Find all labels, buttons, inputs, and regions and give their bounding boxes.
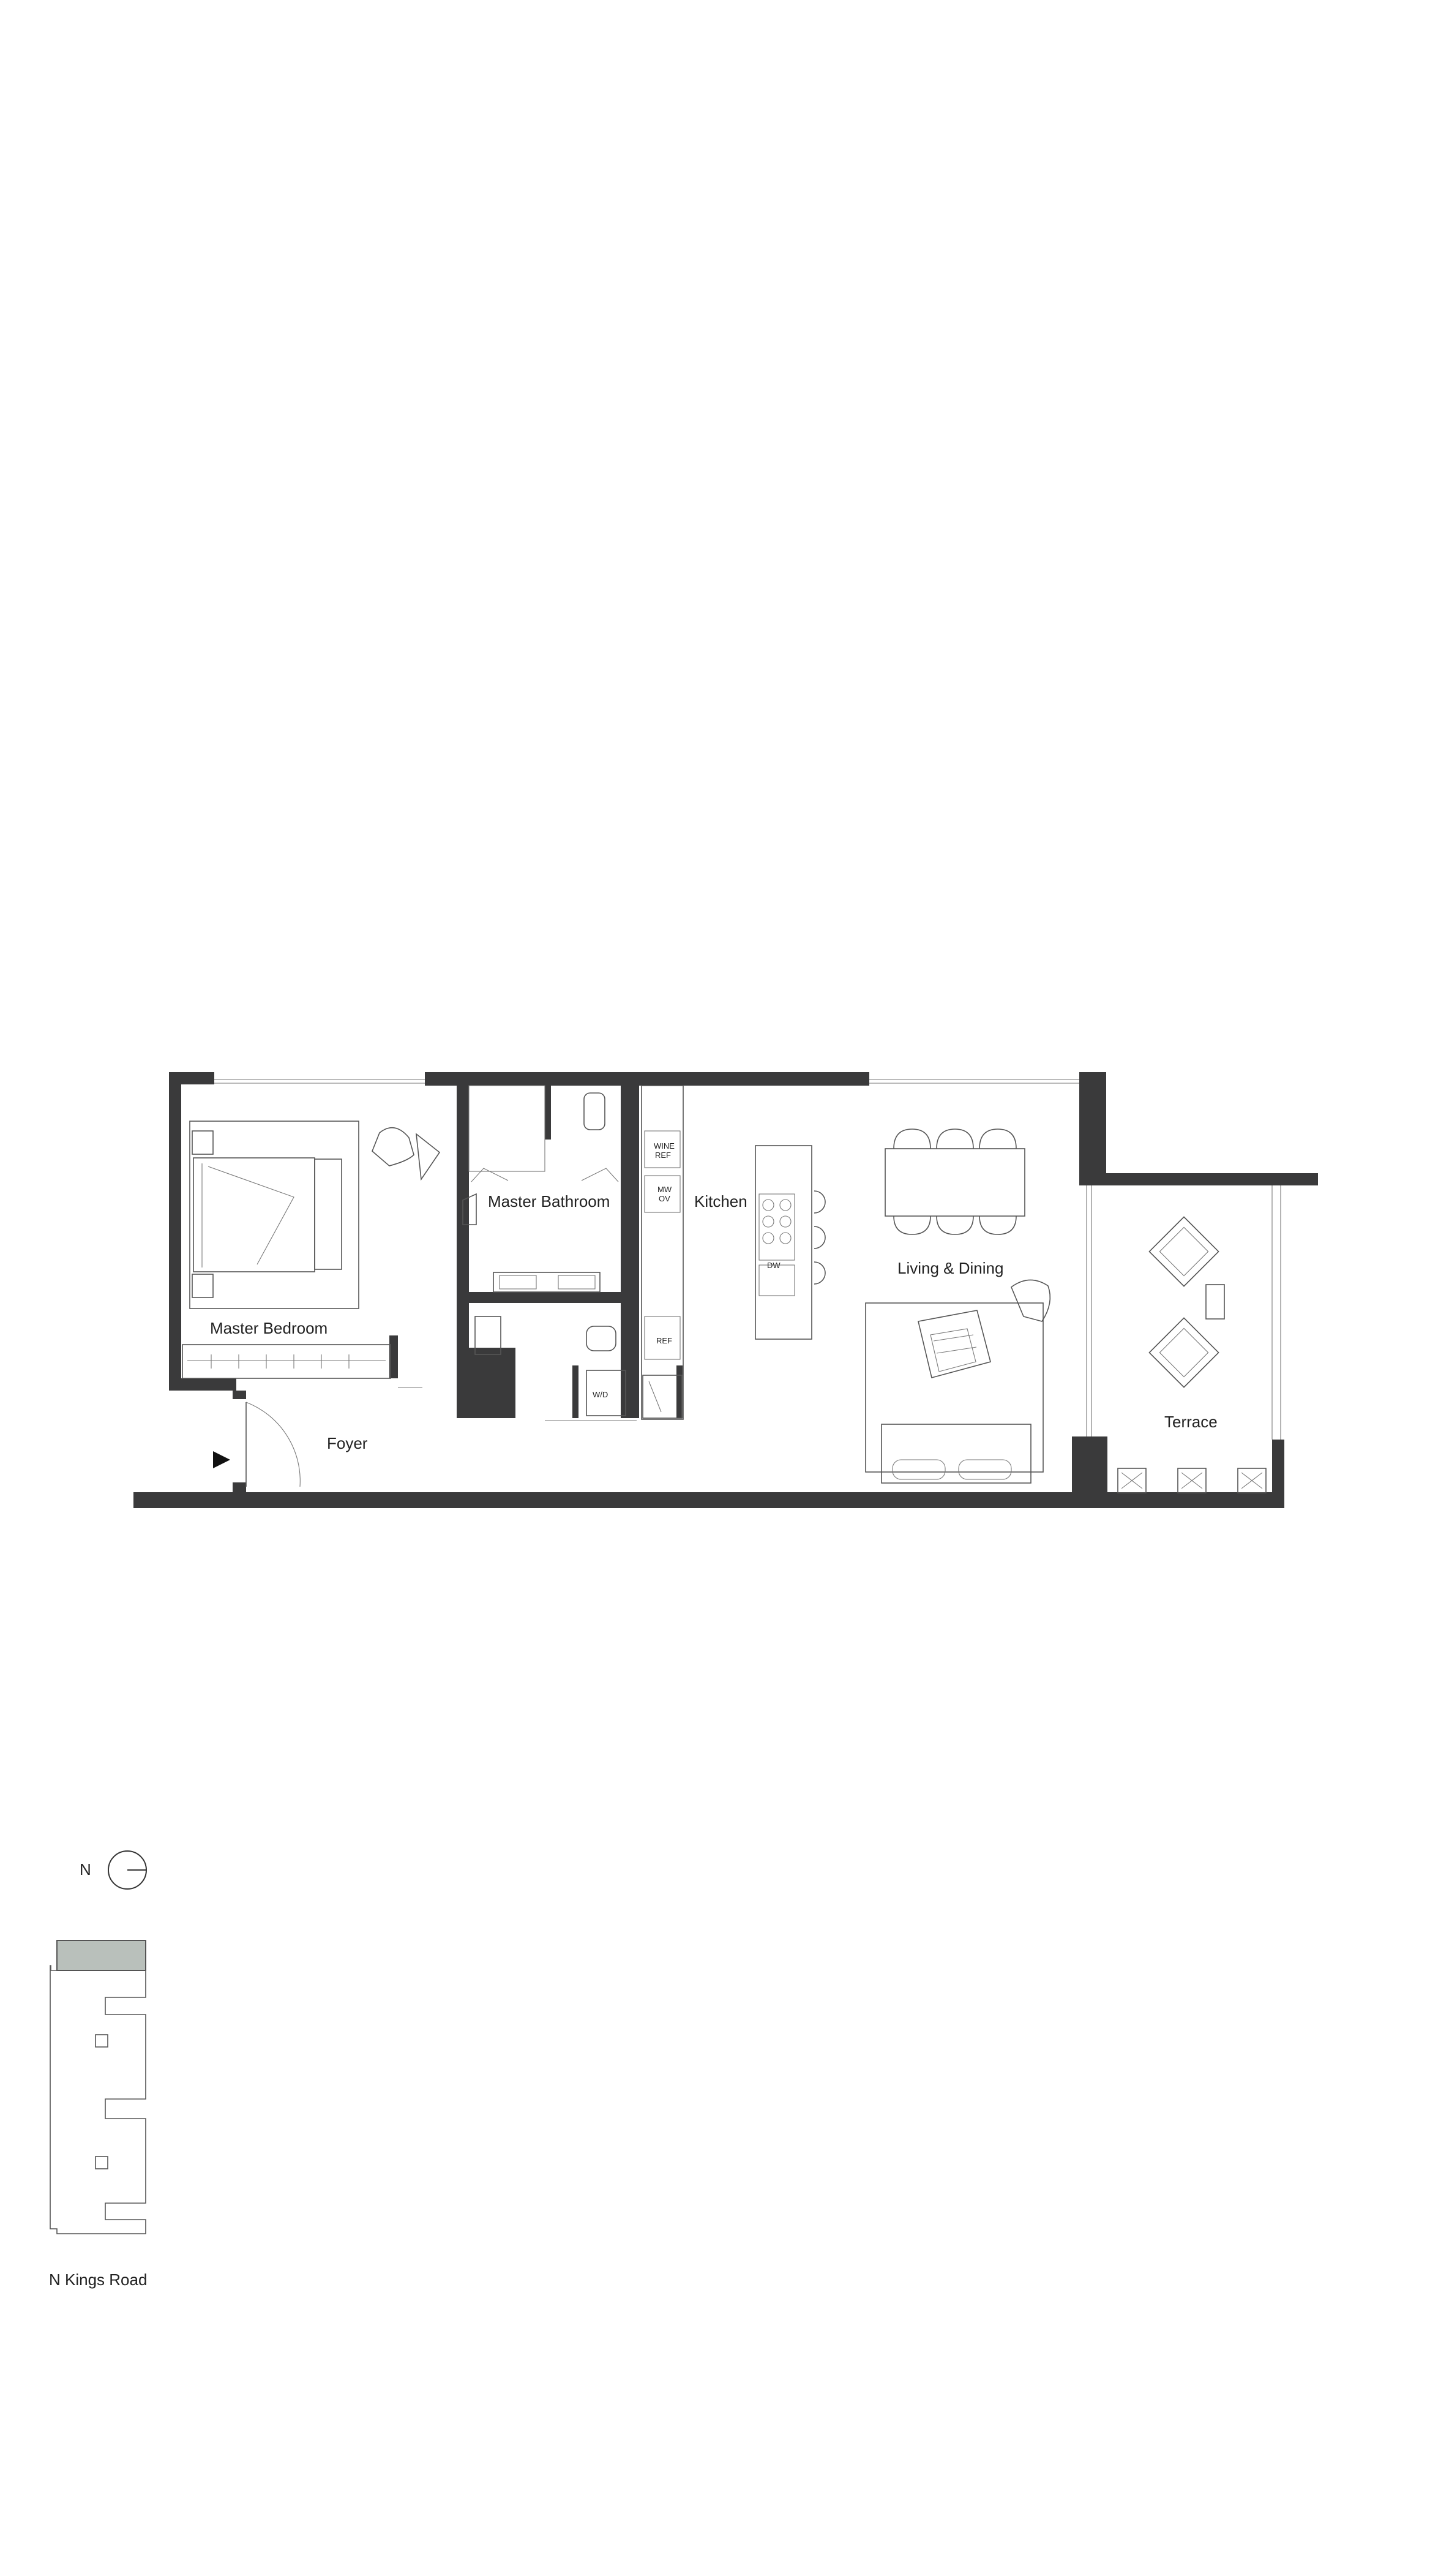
north-arrow-icon — [108, 1850, 147, 1890]
foyer-door — [213, 1402, 301, 1487]
street-label: N Kings Road — [49, 2270, 147, 2289]
label-foyer: Foyer — [327, 1434, 368, 1452]
bathroom-fixtures — [462, 1085, 683, 1421]
label-mw: MW — [657, 1185, 672, 1194]
label-dw: DW — [767, 1261, 781, 1270]
north-label: N — [80, 1860, 91, 1879]
walls — [133, 1072, 1318, 1508]
label-wine-ref: WINE — [654, 1141, 675, 1151]
key-plan: N N Kings Road — [49, 1850, 147, 2289]
label-ov: OV — [659, 1194, 670, 1203]
kitchen-fixtures — [641, 1085, 826, 1420]
terrace-furniture — [1117, 1216, 1267, 1493]
label-master-bedroom: Master Bedroom — [210, 1319, 328, 1337]
label-kitchen: Kitchen — [694, 1192, 747, 1211]
label-living-dining: Living & Dining — [897, 1259, 1003, 1277]
label-ref: REF — [656, 1336, 672, 1345]
bedroom-furniture — [182, 1121, 441, 1388]
label-wd: W/D — [593, 1390, 608, 1399]
windows — [214, 1079, 1281, 1440]
unit-location-highlight — [56, 1940, 146, 1971]
label-master-bathroom: Master Bathroom — [488, 1192, 610, 1211]
entry-arrow-icon — [213, 1451, 230, 1468]
label-terrace: Terrace — [1164, 1413, 1218, 1431]
dining-table — [885, 1128, 1025, 1235]
living-furniture — [865, 1279, 1051, 1484]
label-wine-ref-2: REF — [655, 1151, 671, 1160]
